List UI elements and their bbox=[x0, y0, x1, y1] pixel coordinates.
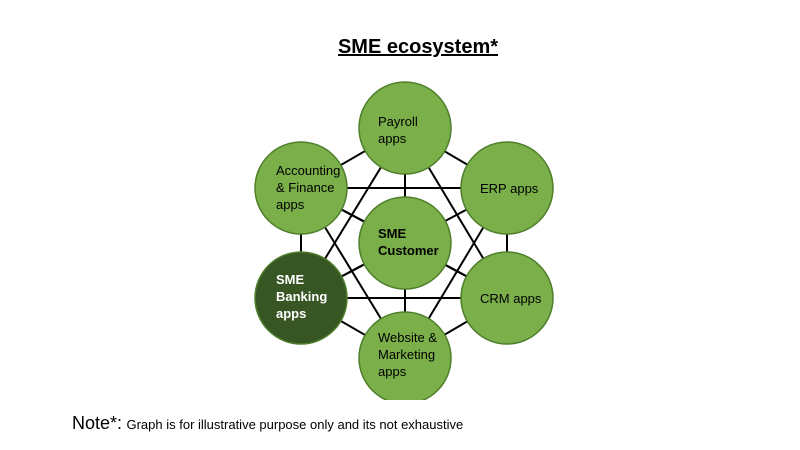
node-label-line: SME bbox=[378, 226, 407, 241]
node-circle-crm bbox=[460, 251, 554, 345]
node-circle-sme-customer bbox=[358, 196, 452, 290]
node-label-line: Accounting bbox=[276, 163, 340, 178]
node-label-crm: CRM apps bbox=[480, 291, 542, 306]
node-circle-payroll bbox=[358, 81, 452, 175]
node-label-line: apps bbox=[378, 131, 407, 146]
node-circle-erp bbox=[460, 141, 554, 235]
diagram-title: SME ecosystem* bbox=[337, 36, 499, 58]
node-label-line: SME bbox=[276, 272, 305, 287]
node-label-website: Website & Marketing apps bbox=[378, 330, 437, 379]
node-label-sme-customer: SME Customer bbox=[378, 226, 439, 258]
node-sme-banking: SME Banking apps bbox=[254, 251, 348, 345]
node-circle-sme-banking bbox=[254, 251, 348, 345]
node-label-line: Customer bbox=[378, 243, 439, 258]
footnote-prefix: Note*: bbox=[72, 413, 123, 433]
node-label-sme-banking: SME Banking apps bbox=[276, 272, 327, 321]
node-label-line: Banking bbox=[276, 289, 327, 304]
node-label-line: Website & bbox=[378, 330, 437, 345]
node-label-line: & Finance bbox=[276, 180, 335, 195]
node-accounting: Accounting & Finance apps bbox=[254, 141, 348, 235]
node-label-line: Marketing bbox=[378, 347, 435, 362]
node-circle-accounting bbox=[254, 141, 348, 235]
node-label-erp: ERP apps bbox=[480, 181, 539, 196]
node-payroll: Payroll apps bbox=[358, 81, 452, 175]
node-label-line: apps bbox=[378, 364, 407, 379]
node-sme-customer: SME Customer bbox=[358, 196, 452, 290]
node-label-line: apps bbox=[276, 197, 305, 212]
node-label-line: ERP apps bbox=[480, 181, 539, 196]
node-label-accounting: Accounting & Finance apps bbox=[276, 163, 340, 212]
node-crm: CRM apps bbox=[460, 251, 554, 345]
footnote-text: Graph is for illustrative purpose only a… bbox=[126, 417, 464, 432]
node-erp: ERP apps bbox=[460, 141, 554, 235]
node-label-line: Payroll bbox=[378, 114, 418, 129]
node-label-line: apps bbox=[276, 306, 306, 321]
node-website: Website & Marketing apps bbox=[358, 311, 452, 400]
node-label-line: CRM apps bbox=[480, 291, 542, 306]
footnote: Note*: Graph is for illustrative purpose… bbox=[72, 413, 463, 434]
node-label-payroll: Payroll apps bbox=[378, 114, 418, 146]
node-circle-website bbox=[358, 311, 452, 400]
